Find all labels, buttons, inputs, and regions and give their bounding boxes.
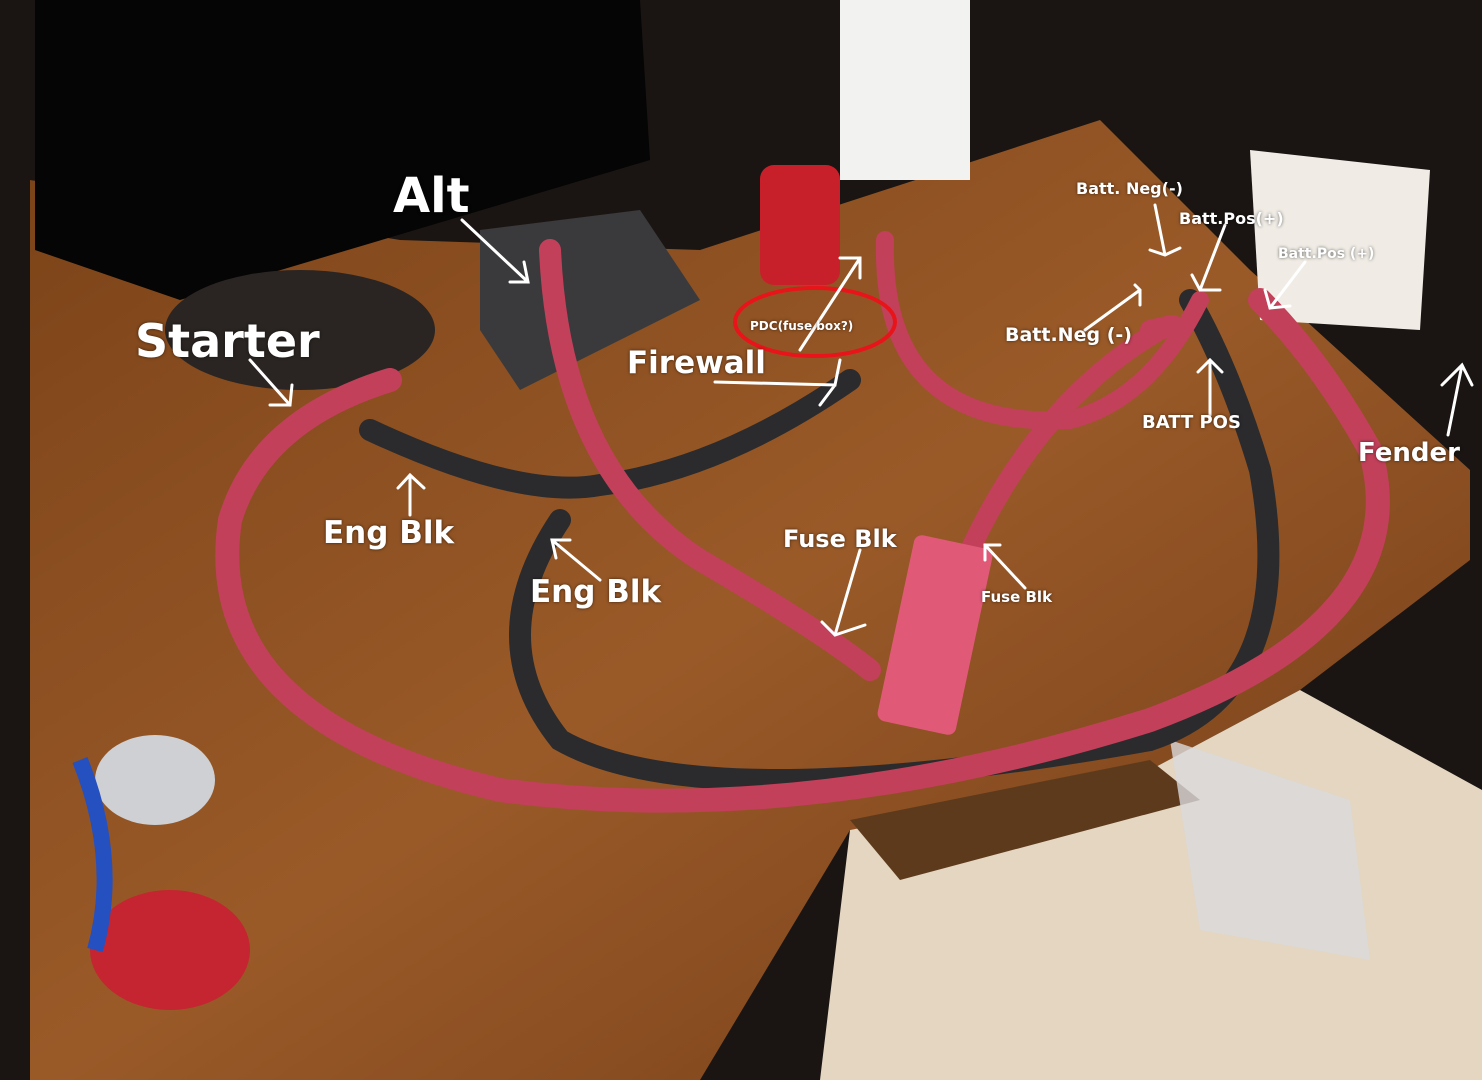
monitor — [35, 0, 650, 300]
arrow-icon — [396, 472, 426, 517]
tile-floor — [820, 690, 1482, 1080]
label-firewall: Firewall — [627, 345, 766, 381]
label-batt-neg-mid: Batt.Neg (-) — [1005, 324, 1132, 346]
arrow-icon — [1440, 362, 1474, 437]
arrow-icon — [798, 256, 862, 352]
black-cable-engine — [359, 369, 861, 499]
pdc-circle-annotation — [733, 286, 897, 358]
label-alt: Alt — [393, 168, 470, 224]
drawer — [850, 760, 1200, 880]
box — [1250, 150, 1430, 330]
label-batt-pos-top: Batt.Pos(+) — [1179, 209, 1284, 228]
label-pdc: PDC(fuse box?) — [750, 319, 854, 333]
mouse-pad — [480, 210, 700, 390]
arrow-icon — [460, 218, 530, 284]
label-starter: Starter — [135, 314, 320, 368]
label-eng-blk-2: Eng Blk — [530, 574, 662, 610]
arrow-icon — [1083, 283, 1142, 332]
red-cable-fuse — [960, 315, 1183, 560]
arrow-icon — [550, 538, 602, 582]
scissors — [72, 757, 113, 953]
arrow-icon — [1148, 203, 1182, 257]
label-fender: Fender — [1358, 438, 1460, 468]
arrow-icon — [1196, 357, 1224, 417]
label-batt-pos-right: Batt.Pos (+) — [1278, 246, 1375, 262]
monitor-stand — [165, 270, 435, 390]
label-fuse-blk-2: Fuse Blk — [981, 588, 1053, 606]
red-tape-roll — [90, 890, 250, 1010]
red-cable-alt — [539, 239, 881, 681]
plastic-bag — [1170, 740, 1370, 960]
arrow-icon — [713, 358, 842, 407]
label-batt-neg-top: Batt. Neg(-) — [1076, 179, 1183, 198]
arrow-icon — [983, 543, 1027, 590]
deodorant — [760, 165, 840, 285]
label-eng-blk-1: Eng Blk — [323, 515, 455, 551]
fuse-block — [877, 535, 993, 735]
paper-towel — [840, 0, 970, 180]
red-cable-starter — [215, 288, 1390, 813]
label-fuse-blk-1: Fuse Blk — [783, 525, 897, 553]
scotch-tape — [95, 735, 215, 825]
arrow-icon — [820, 548, 867, 637]
arrow-icon — [248, 358, 294, 407]
label-batt-pos-caps: BATT POS — [1142, 412, 1241, 433]
arrow-icon — [1190, 223, 1227, 292]
annotation-arrows — [248, 203, 1474, 637]
arrow-icon — [1263, 260, 1307, 310]
